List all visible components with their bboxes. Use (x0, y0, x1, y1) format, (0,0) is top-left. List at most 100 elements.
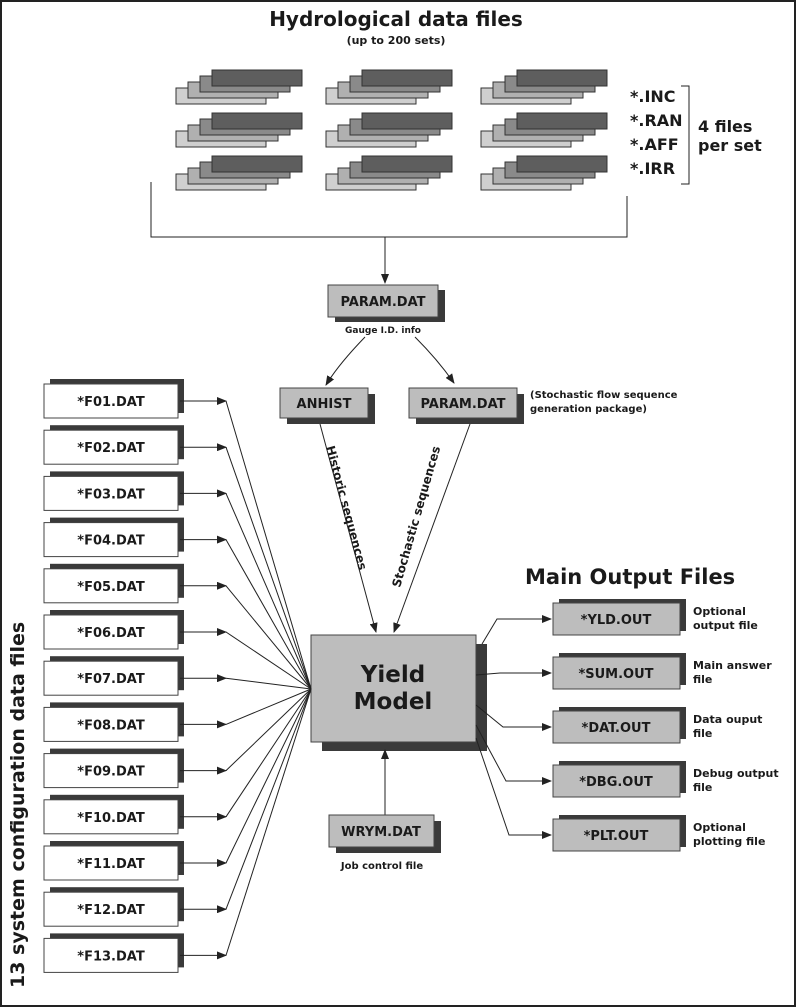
config-file-box: *F13.DAT (43, 933, 184, 973)
arrow-param-to-anhist (325, 336, 366, 386)
output-file-label: *DAT.OUT (582, 721, 651, 736)
file-stack-4 (175, 112, 303, 148)
anhist-label: ANHIST (297, 397, 352, 412)
output-file-face (552, 818, 681, 852)
file-sheet (361, 69, 453, 87)
config-connector (225, 688, 312, 956)
output-desc-line2: plotting file (693, 835, 765, 848)
config-file-box: *F11.DAT (43, 841, 184, 881)
job-control-caption: Job control file (340, 861, 423, 872)
files-per-set-line2: per set (698, 136, 762, 155)
wrym-dat-label: WRYM.DAT (341, 825, 421, 840)
config-file-label: *F10.DAT (77, 811, 145, 826)
config-connector (225, 677, 312, 690)
historic-sequence-arrow (319, 423, 378, 633)
config-connector (225, 539, 312, 690)
ext-irr: *.IRR (630, 159, 675, 178)
file-stack-7 (175, 155, 303, 191)
historic-sequences-label: Historic sequences (323, 444, 370, 571)
config-file-box: *F04.DAT (43, 517, 184, 558)
file-stack-2 (325, 69, 453, 105)
config-file-label: *F11.DAT (77, 857, 145, 872)
output-desc-line2: output file (693, 619, 758, 632)
config-connector (225, 400, 312, 690)
output-desc-line1: Optional (693, 605, 746, 618)
file-stack-5 (325, 112, 453, 148)
diagram-subtitle: (up to 200 sets) (347, 34, 446, 47)
config-file-box: *F09.DAT (43, 748, 184, 789)
config-file-box: *F01.DAT (43, 379, 184, 419)
file-sheet (361, 112, 453, 130)
file-stack-9 (480, 155, 608, 191)
files-per-set-bracket (681, 85, 690, 185)
stochastic-sequence-arrow (393, 423, 471, 633)
config-connector (225, 585, 312, 690)
ext-inc: *.INC (630, 87, 676, 106)
config-file-box: *F07.DAT (43, 656, 184, 696)
output-desc-line1: Main answer (693, 659, 772, 672)
output-arrow (475, 704, 552, 731)
config-file-face (43, 383, 179, 419)
stochastic-sequences-label: Stochastic sequences (389, 444, 443, 588)
config-file-label: *F12.DAT (77, 903, 145, 918)
output-arrow (475, 737, 552, 839)
ext-aff: *.AFF (630, 135, 679, 154)
output-desc-line1: Debug output (693, 767, 779, 780)
output-file-label: *PLT.OUT (584, 829, 649, 844)
file-sheet (516, 112, 608, 130)
config-file-label: *F04.DAT (77, 534, 145, 549)
config-file-face (43, 937, 179, 973)
config-file-label: *F03.DAT (77, 487, 145, 502)
config-file-box: *F10.DAT (43, 794, 184, 835)
config-file-box: *F03.DAT (43, 471, 184, 511)
file-stack-3 (480, 69, 608, 105)
output-desc-line2: file (693, 781, 712, 794)
wrym-dat-box-face (328, 814, 435, 848)
output-file-face (552, 710, 681, 744)
config-file-face (43, 614, 179, 650)
diagram-title: Hydrological data files (269, 7, 523, 31)
config-side-label: 13 system configuration data files (7, 622, 29, 988)
param-dat-gauge-label: PARAM.DAT (340, 295, 425, 310)
output-file-face (552, 656, 681, 690)
config-connector (225, 631, 312, 690)
output-file-face (552, 602, 681, 636)
config-file-label: *F02.DAT (77, 441, 145, 456)
wrym-dat-box: WRYM.DAT (328, 814, 441, 853)
config-file-face (43, 475, 179, 511)
config-file-face (43, 706, 179, 742)
ext-ran: *.RAN (630, 111, 683, 130)
config-file-label: *F07.DAT (77, 672, 145, 687)
output-file-label: *YLD.OUT (581, 613, 652, 628)
config-file-box: *F02.DAT (43, 425, 184, 465)
config-file-face (43, 753, 179, 789)
file-sheet (516, 69, 608, 87)
arrow-param-to-stochastic (414, 336, 455, 384)
output-arrow (475, 669, 552, 677)
file-sheet (361, 155, 453, 173)
config-file-face (43, 522, 179, 558)
anhist-box: ANHIST (279, 387, 375, 424)
config-file-face (43, 799, 179, 835)
config-file-face (43, 891, 179, 927)
config-file-box: *F08.DAT (43, 702, 184, 742)
config-file-list: *F01.DAT*F02.DAT*F03.DAT*F04.DAT*F05.DAT… (43, 379, 184, 973)
file-stack-8 (325, 155, 453, 191)
param-dat-gauge-box-face (327, 284, 439, 318)
yield-model-line1: Yield (360, 662, 426, 688)
yield-model-box-face (310, 634, 477, 743)
file-sheet (516, 155, 608, 173)
config-connector (225, 688, 312, 725)
output-file-label: *DBG.OUT (579, 775, 653, 790)
file-stack-1 (175, 69, 303, 105)
config-connector (225, 688, 312, 910)
output-desc-line2: file (693, 673, 712, 686)
file-sheet (211, 112, 303, 130)
config-file-label: *F06.DAT (77, 626, 145, 641)
